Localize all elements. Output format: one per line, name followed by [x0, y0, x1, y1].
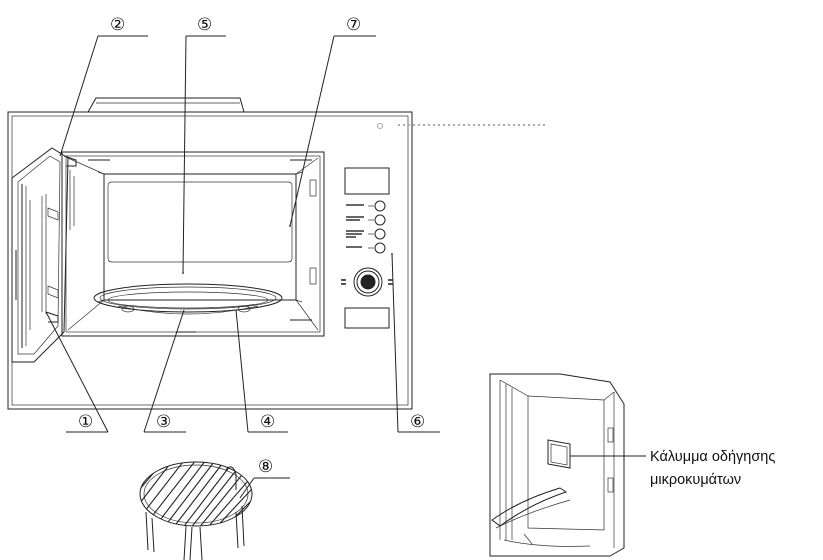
callout-6: ⑥	[410, 412, 425, 432]
control-button	[374, 214, 386, 226]
waveguide-caption-line2: μικροκυμάτων	[650, 472, 741, 488]
callout-2: ②	[110, 15, 125, 35]
cavity-opening	[61, 151, 325, 337]
panel-buttons	[346, 200, 386, 254]
callout-7: ⑦	[346, 15, 361, 35]
waveguide-caption-line1: Κάλυμμα οδήγησης	[650, 449, 775, 465]
latch-slot-top	[309, 179, 317, 197]
control-knob	[341, 267, 393, 297]
callout-8: ⑧	[258, 457, 273, 477]
control-button	[374, 242, 386, 254]
glass-tray	[93, 283, 283, 313]
latch-slot-bottom	[309, 267, 317, 285]
callout-3: ③	[156, 412, 171, 432]
callout-1: ①	[78, 412, 93, 432]
microwave-side-view	[489, 373, 646, 557]
grill-rack	[139, 461, 253, 560]
outer-frame	[7, 111, 413, 410]
lower-panel-window	[344, 307, 390, 329]
control-button	[374, 200, 386, 212]
waveguide-cover	[547, 439, 571, 469]
cavity-back-wall	[103, 173, 297, 301]
side-glass-tray	[491, 487, 568, 527]
callout-leaders	[45, 35, 440, 499]
top-bracket	[87, 97, 245, 113]
callout-5: ⑤	[197, 15, 212, 35]
mounting-point	[377, 123, 383, 129]
roller-ring	[117, 305, 259, 315]
display-window	[344, 167, 390, 195]
callout-4: ④	[260, 412, 275, 432]
microwave-front-view	[7, 97, 545, 410]
door	[11, 147, 77, 363]
callout-numbers: ② ⑤ ⑦ ① ③ ④ ⑥ ⑧	[78, 15, 425, 477]
control-button	[374, 228, 386, 240]
control-panel	[289, 167, 393, 329]
